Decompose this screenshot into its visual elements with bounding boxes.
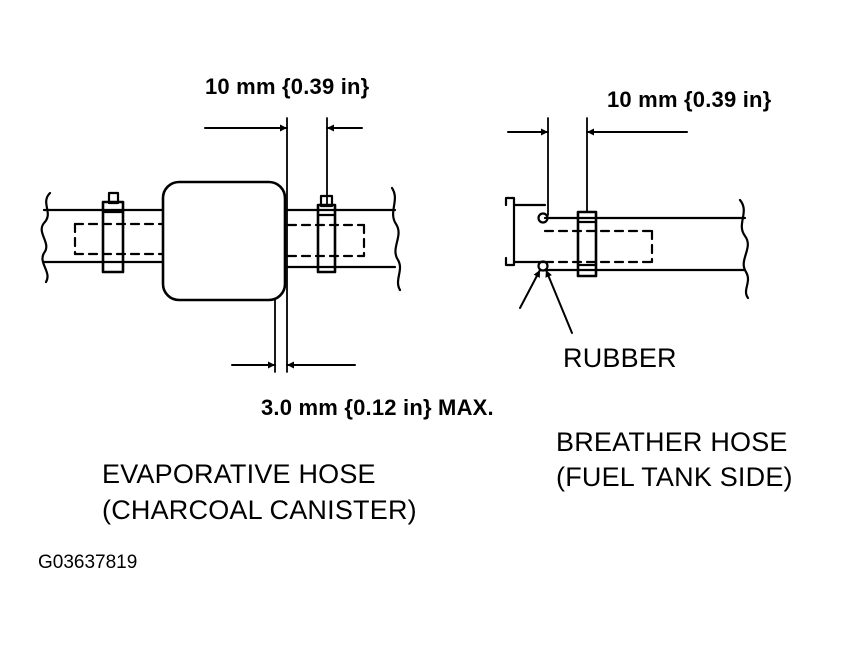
evap-right-clamp <box>316 194 337 274</box>
breather-extension-lines <box>547 117 588 216</box>
breather-clamp <box>576 210 598 278</box>
charcoal-canister-body <box>161 180 287 302</box>
rubber-leader-lines <box>519 269 573 334</box>
evap-left-clamp <box>101 191 125 274</box>
evap-top-dimension-label: 10 mm {0.39 in} <box>205 74 370 99</box>
evap-caption-line1: EVAPORATIVE HOSE <box>102 459 376 489</box>
breather-caption-line1: BREATHER HOSE <box>556 427 788 457</box>
breather-caption-line2: (FUEL TANK SIDE) <box>556 462 793 492</box>
breather-top-dimension-label: 10 mm {0.39 in} <box>607 87 772 112</box>
rubber-callout-label: RUBBER <box>563 343 677 373</box>
figure-code: G03637819 <box>38 552 138 573</box>
breather-rubber-seal <box>537 212 549 272</box>
breather-pipe-flange <box>504 196 547 267</box>
evap-extension-lines <box>274 117 328 373</box>
breather-hose <box>543 198 750 300</box>
evap-max-gap-label: 3.0 mm {0.12 in} MAX. <box>261 395 494 420</box>
evap-caption-line2: (CHARCOAL CANISTER) <box>102 495 417 525</box>
evap-right-hose <box>286 186 402 292</box>
